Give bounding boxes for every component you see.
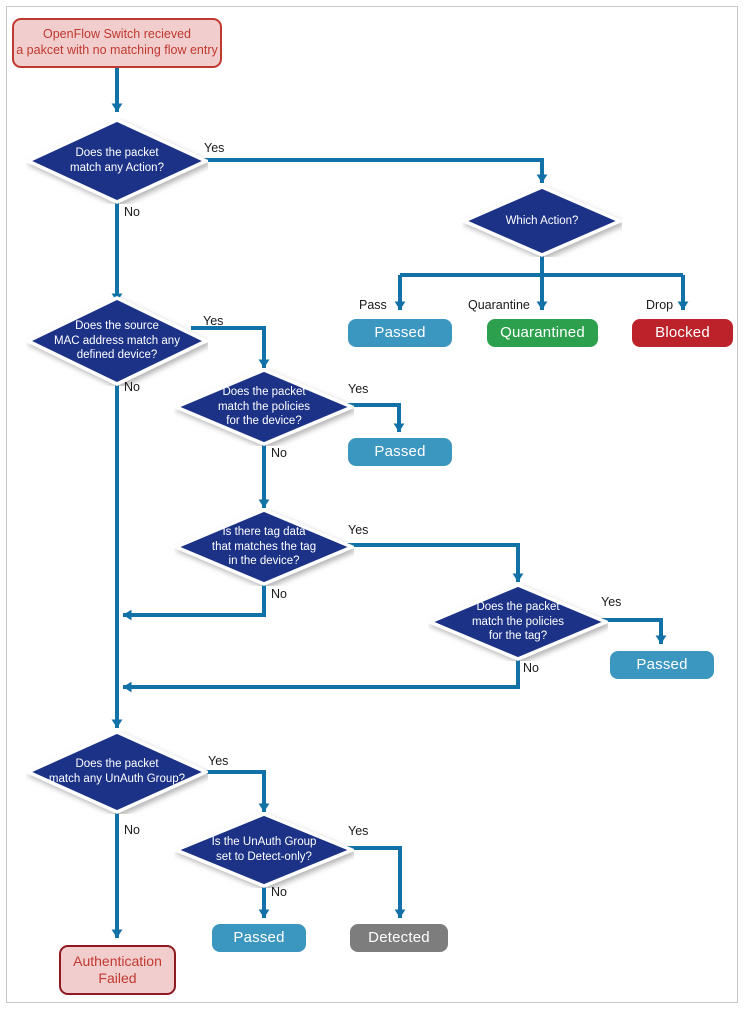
edge-label-unauth-no: No — [124, 823, 140, 837]
line1: Which Action? — [505, 214, 579, 227]
edge-label-tag-data-no: No — [271, 587, 287, 601]
line1: Is the UnAuth Group — [211, 836, 317, 849]
edge-label-action-yes: Yes — [204, 141, 225, 155]
decision-source-mac-label: Does the source MAC address match any de… — [26, 319, 208, 363]
decision-match-action-label: Does the packet match any Action? — [26, 146, 208, 175]
node-authentication-failed: Authentication Failed — [59, 945, 176, 995]
line1: Does the packet — [476, 600, 560, 613]
edge-label-device-policy-no: No — [271, 446, 287, 460]
result-label: Blocked — [655, 324, 710, 342]
edge-action-yes — [193, 158, 548, 183]
line3: in the device? — [228, 555, 300, 568]
line1: Does the packet — [75, 758, 159, 771]
line1: Is there tag data — [222, 525, 306, 538]
diamond-shape — [462, 185, 622, 257]
edge-tagpolicy-no — [122, 658, 520, 693]
edge-label-action-no: No — [124, 205, 140, 219]
decision-tag-policies-label: Does the packet match the policies for t… — [428, 600, 608, 644]
node-result-passed-tag: Passed — [610, 651, 714, 679]
edge-label-which-drop: Drop — [646, 298, 674, 312]
node-result-passed-unauth: Passed — [212, 924, 306, 952]
node-decision-match-action: Does the packet match any Action? — [26, 118, 208, 204]
diamond-shape — [174, 508, 354, 586]
edge-devicepolicy-yes — [341, 403, 405, 432]
edge-label-which-pass: Pass — [359, 298, 387, 312]
line2: match the policies — [217, 400, 311, 413]
node-decision-unauth-group: Does the packet match any UnAuth Group? — [26, 730, 208, 814]
line2: match any Action? — [70, 162, 164, 174]
line3: for the device? — [226, 415, 302, 428]
edge-label-detect-only-no: No — [271, 885, 287, 899]
edge-unauth-yes — [191, 770, 270, 812]
result-label: Passed — [374, 324, 426, 342]
start-line2: a pakcet with no matching flow entry — [16, 43, 218, 57]
edge-tagpolicy-yes — [595, 618, 667, 644]
line1: Does the packet — [222, 385, 306, 398]
node-start: OpenFlow Switch recieved a pakcet with n… — [12, 18, 222, 68]
result-label: Passed — [636, 656, 688, 674]
node-decision-which-action: Which Action? — [462, 185, 622, 257]
edge-tagdata-no — [122, 583, 266, 621]
node-result-passed-device: Passed — [348, 438, 452, 466]
edge-label-which-quarantine: Quarantine — [468, 298, 530, 312]
line2: match the policies — [471, 615, 565, 628]
result-label: Quarantined — [500, 324, 585, 342]
edge-detectonly-yes — [341, 846, 406, 918]
node-decision-device-policies: Does the packet match the policies for t… — [174, 368, 354, 446]
line2: that matches the tag — [211, 540, 317, 553]
node-decision-tag-policies: Does the packet match the policies for t… — [428, 583, 608, 661]
node-decision-tag-data: Is there tag data that matches the tag i… — [174, 508, 354, 586]
line2: MAC address match any — [54, 334, 180, 347]
node-result-blocked: Blocked — [632, 319, 733, 347]
start-line1: OpenFlow Switch recieved — [43, 27, 191, 42]
diamond-shape — [428, 583, 608, 661]
edge-label-detect-only-yes: Yes — [348, 824, 369, 838]
diamond-shape — [26, 296, 208, 386]
decision-tag-data-label: Is there tag data that matches the tag i… — [174, 525, 354, 569]
node-decision-source-mac: Does the source MAC address match any de… — [26, 296, 208, 386]
diamond-shape — [174, 368, 354, 446]
edge-label-device-policy-yes: Yes — [348, 382, 369, 396]
decision-which-action-label: Which Action? — [462, 214, 622, 229]
edge-label-tag-data-yes: Yes — [348, 523, 369, 537]
decision-detect-only-label: Is the UnAuth Group set to Detect-only? — [174, 835, 354, 864]
edge-label-tag-policy-no: No — [523, 661, 539, 675]
node-result-passed-action: Passed — [348, 319, 452, 347]
fail-line2: Failed — [98, 970, 137, 986]
edge-tagdata-yes — [341, 543, 524, 582]
fail-line1: Authentication — [73, 952, 162, 969]
edge-label-tag-policy-yes: Yes — [601, 595, 622, 609]
diamond-shape — [174, 812, 354, 888]
line3: for the tag? — [488, 630, 548, 643]
line1: Does the source — [75, 319, 159, 332]
node-decision-detect-only: Is the UnAuth Group set to Detect-only? — [174, 812, 354, 888]
diamond-shape — [26, 730, 208, 814]
result-label: Passed — [233, 929, 285, 947]
edge-label-mac-no: No — [124, 380, 140, 394]
decision-unauth-group-label: Does the packet match any UnAuth Group? — [26, 757, 208, 786]
decision-device-policies-label: Does the packet match the policies for t… — [174, 385, 354, 429]
edge-label-mac-yes: Yes — [203, 314, 224, 328]
node-result-quarantined: Quarantined — [487, 319, 598, 347]
line3: defined device? — [76, 349, 158, 362]
diamond-shape — [26, 118, 208, 204]
edge-label-unauth-yes: Yes — [208, 754, 229, 768]
result-label: Passed — [374, 443, 426, 461]
result-label: Detected — [368, 929, 430, 947]
node-result-detected: Detected — [350, 924, 448, 952]
edge-mac-yes — [191, 326, 270, 368]
line1: Does the packet — [75, 147, 159, 160]
line2: match any UnAuth Group? — [48, 773, 186, 785]
line2: set to Detect-only? — [216, 851, 312, 863]
